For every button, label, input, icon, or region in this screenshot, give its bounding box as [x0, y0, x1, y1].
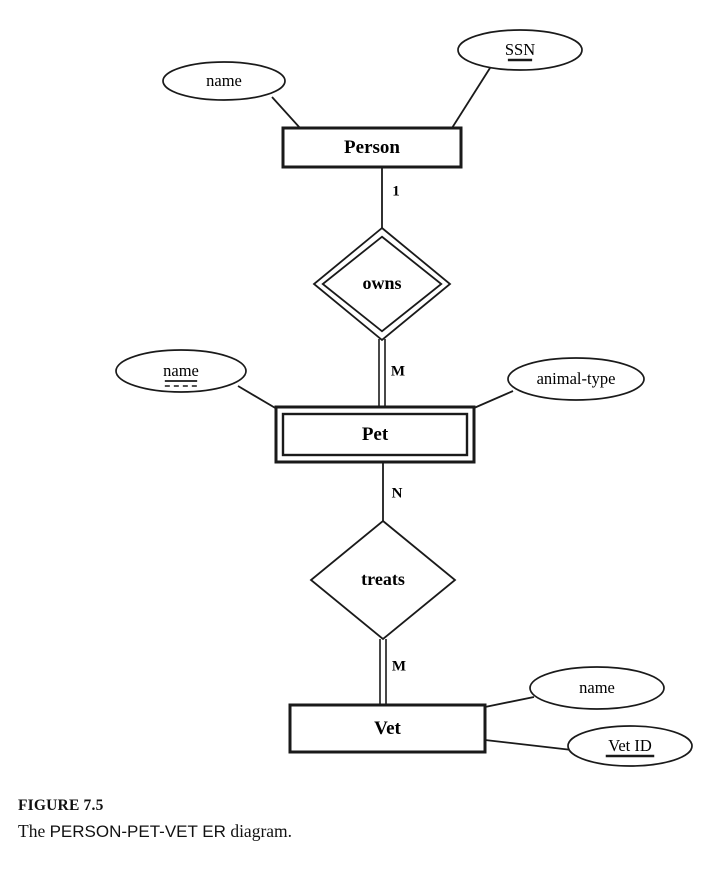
attribute-pet-animal-type[interactable]: animal-type	[507, 357, 645, 401]
entity-person[interactable]: Person	[281, 126, 463, 169]
caption-prefix: The	[18, 821, 50, 841]
caption-emphasis: PERSON-PET-VET ER	[49, 822, 226, 841]
attribute-label-pet-animal-type: animal-type	[537, 369, 616, 388]
attribute-outline	[457, 29, 583, 71]
cardinality-label-owns-pet: M	[391, 363, 405, 379]
attribute-label-vet-name: name	[579, 678, 615, 697]
caption-suffix: diagram.	[225, 821, 293, 841]
cardinality-label-pet-treats: N	[392, 485, 403, 501]
attribute-connector-layer	[237, 67, 573, 751]
attribute-label-vet-id: Vet ID	[608, 736, 652, 755]
connection-treats-vet	[379, 639, 387, 705]
figure-number: FIGURE 7.5	[18, 797, 104, 814]
attribute-outline	[162, 61, 286, 101]
attribute-vet-id[interactable]: Vet ID	[567, 725, 693, 767]
entity-vet[interactable]: Vet	[288, 703, 487, 754]
cardinality-layer: 1M N M	[391, 183, 406, 674]
entity-box-inner-outline	[281, 412, 469, 457]
attribute-outline	[115, 349, 247, 393]
attribute-person-ssn[interactable]: SSN	[457, 29, 583, 71]
entity-label-vet: Vet	[374, 718, 401, 739]
connection-layer	[378, 167, 387, 705]
cardinality-label-person-owns: 1	[392, 183, 400, 199]
attribute-label-person-ssn: SSN	[505, 40, 535, 59]
attribute-pet-name[interactable]: name	[115, 349, 247, 393]
relationship-owns[interactable]: owns	[312, 226, 452, 342]
figure-caption-text: The PERSON-PET-VET ER diagram.	[18, 821, 678, 843]
attribute-connector-pet-animal-type	[473, 390, 514, 409]
entity-label-pet: Pet	[362, 424, 389, 445]
attribute-connector-person-name	[271, 96, 301, 129]
attribute-person-name[interactable]: name	[162, 61, 286, 101]
relationship-label-treats: treats	[361, 569, 405, 589]
attribute-connector-person-ssn	[451, 67, 491, 129]
attribute-label-pet-name: name	[163, 361, 199, 380]
attribute-connector-pet-name	[237, 385, 278, 410]
attribute-outline	[567, 725, 693, 767]
attribute-vet-name[interactable]: name	[529, 666, 665, 710]
attribute-connector-vet-name	[484, 696, 535, 708]
entity-pet[interactable]: Pet	[274, 405, 476, 464]
attribute-label-person-name: name	[206, 71, 242, 90]
relationship-inner-outline	[321, 235, 443, 333]
attribute-connector-vet-id	[484, 739, 573, 751]
relationship-outline	[309, 519, 457, 641]
entity-label-person: Person	[344, 137, 400, 158]
entity-box-outline	[288, 703, 487, 754]
attribute-outline	[507, 357, 645, 401]
attribute-outline	[529, 666, 665, 710]
entity-box-outline	[281, 126, 463, 169]
figure-caption: FIGURE 7.5 The PERSON-PET-VET ER diagram…	[18, 797, 678, 843]
relationship-label-owns: owns	[362, 273, 401, 293]
cardinality-label-treats-vet: M	[392, 658, 406, 674]
relationship-layer: owns treats	[309, 226, 457, 641]
relationship-treats[interactable]: treats	[309, 519, 457, 641]
connection-owns-pet	[378, 339, 386, 407]
